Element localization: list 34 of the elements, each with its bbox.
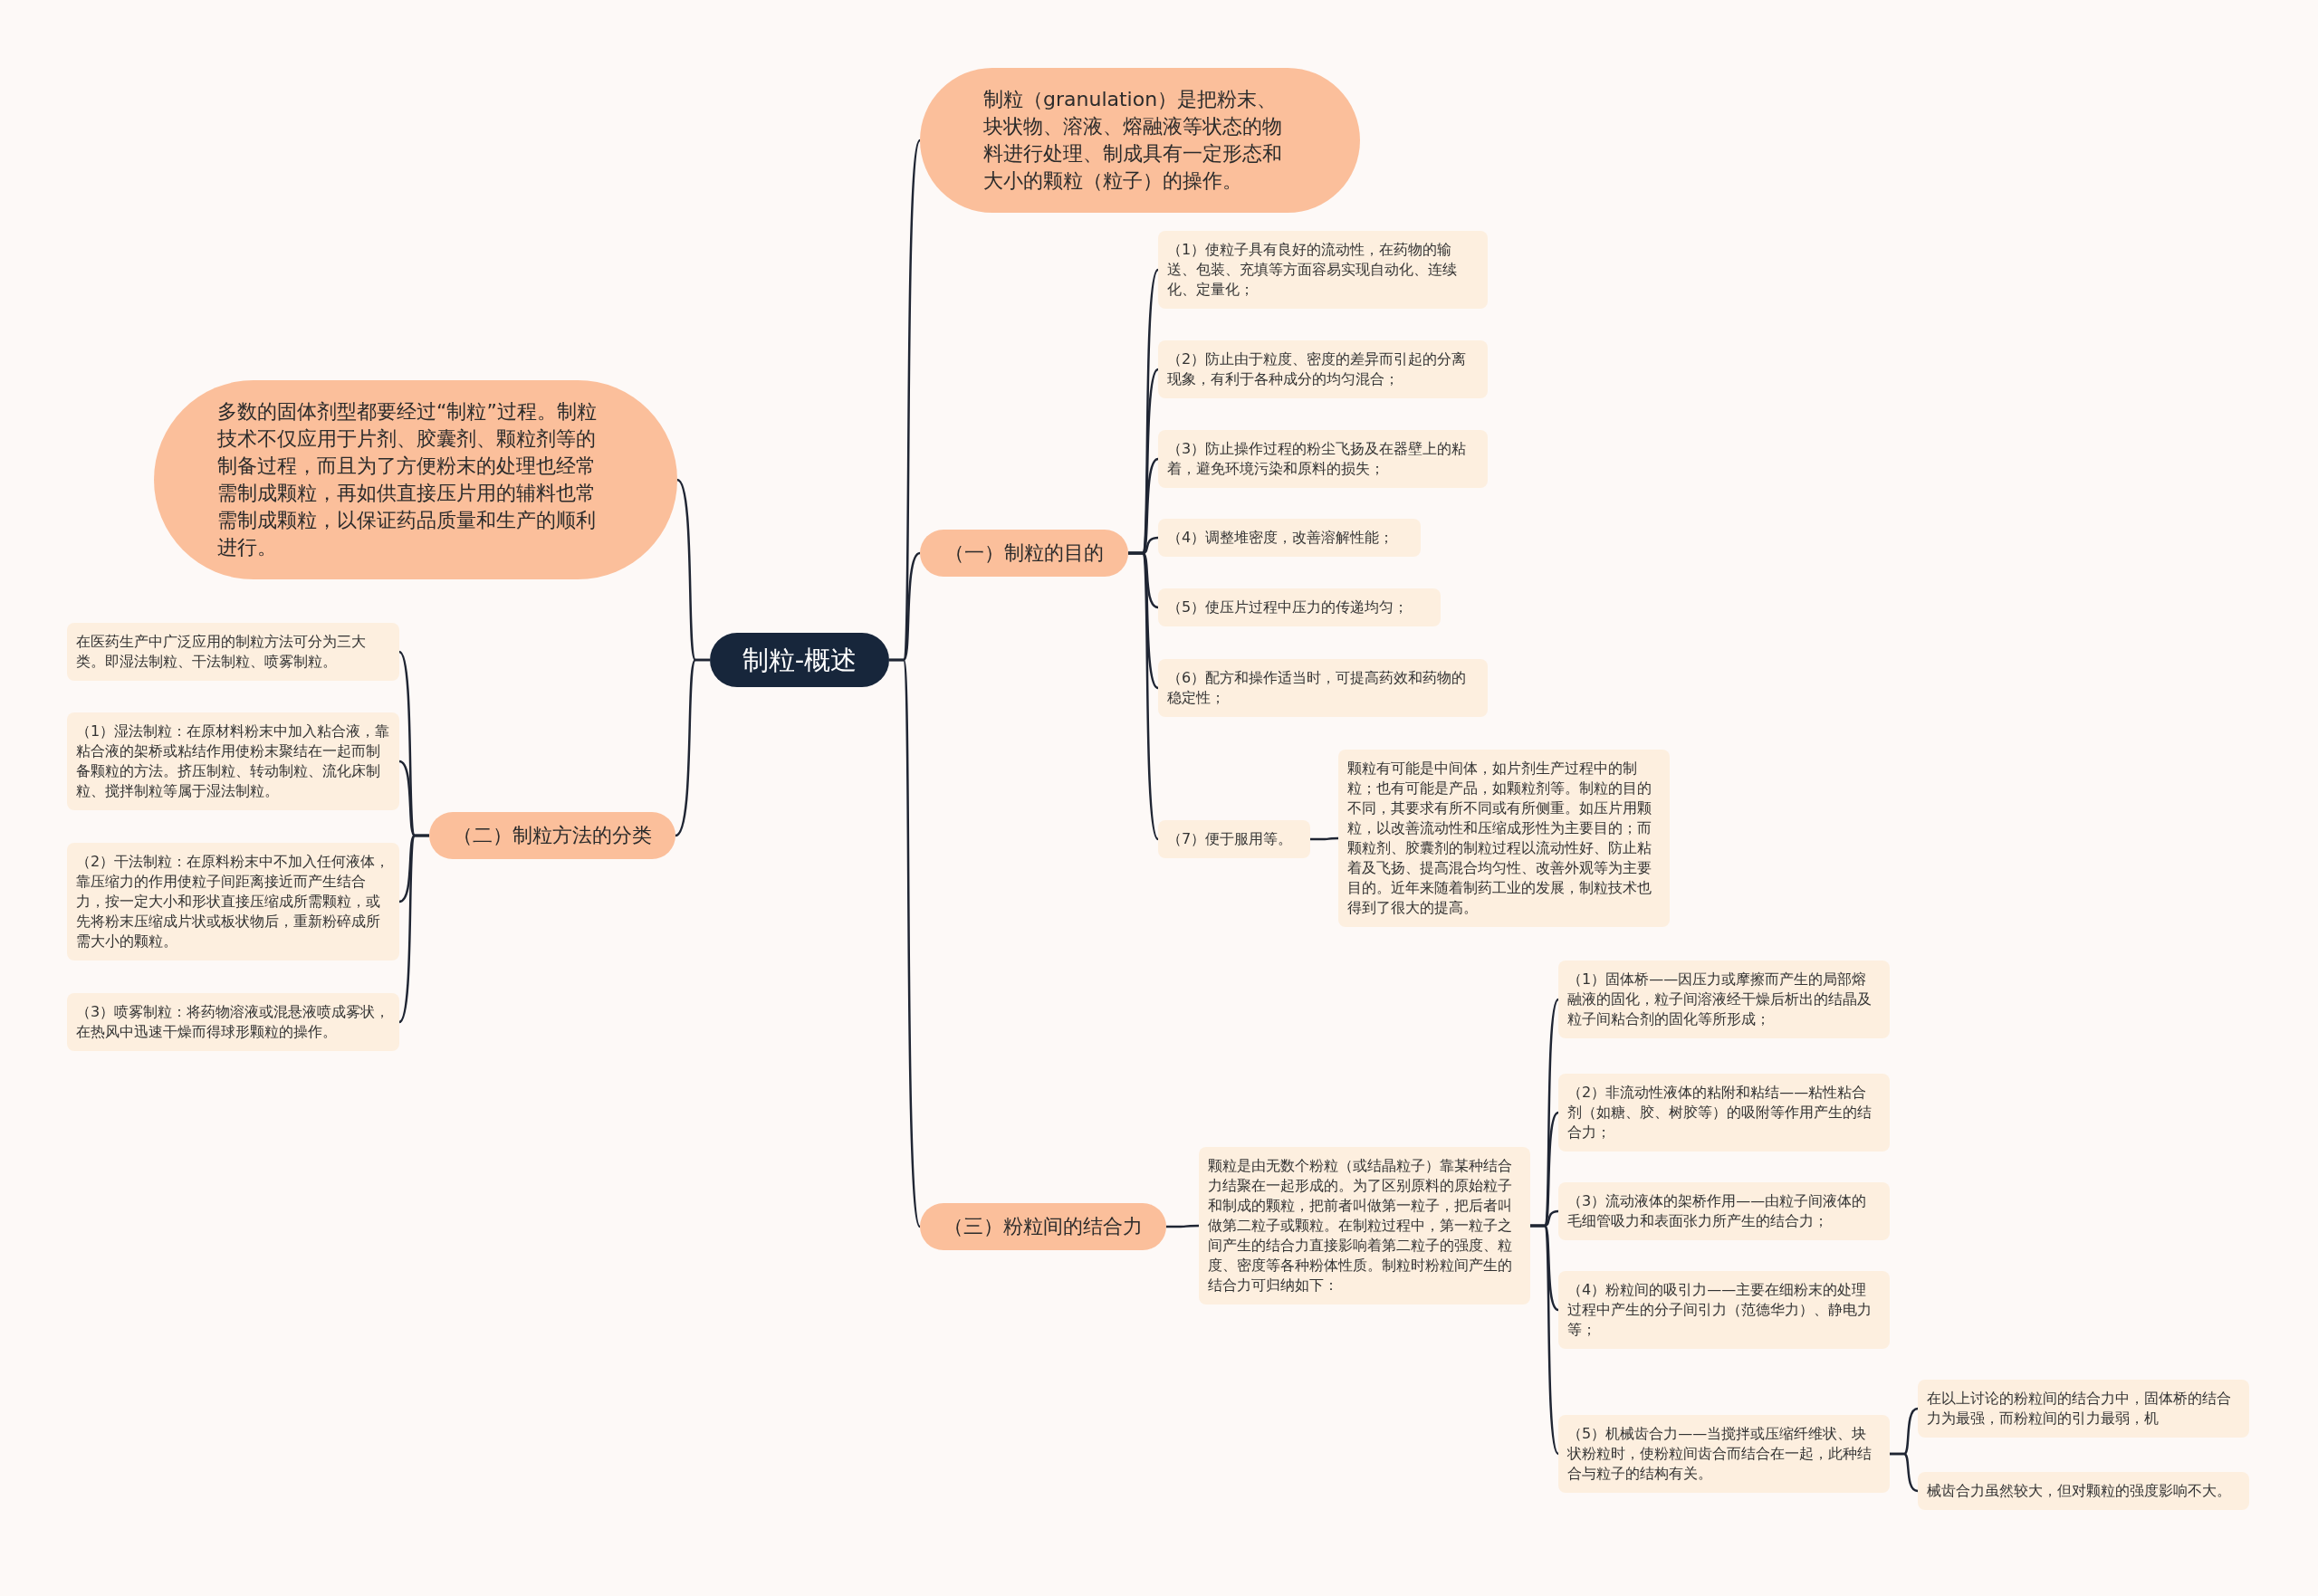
note-card: （6）配方和操作适当时，可提高药效和药物的稳定性； xyxy=(1158,659,1488,717)
note-card: （3）防止操作过程的粉尘飞扬及在器壁上的粘着，避免环境污染和原料的损失； xyxy=(1158,430,1488,488)
note-card: （3）喷雾制粒：将药物溶液或混悬液喷成雾状，在热风中迅速干燥而得球形颗粒的操作。 xyxy=(67,993,399,1051)
note-card: 在医药生产中广泛应用的制粒方法可分为三大类。即湿法制粒、干法制粒、喷雾制粒。 xyxy=(67,623,399,681)
branch-topic: （二）制粒方法的分类 xyxy=(429,812,675,859)
central-topic: 制粒-概述 xyxy=(710,633,889,687)
connector-line xyxy=(1890,1452,1919,1493)
connector-line xyxy=(398,834,429,1023)
branch-topic: （三）粉粒间的结合力 xyxy=(920,1203,1166,1250)
topic-bubble: 制粒（granulation）是把粉末、块状物、溶液、熔融液等状态的物料进行处理、制成具有一定形态和大小的颗粒（粒子）的操作。 xyxy=(920,68,1360,213)
note-card: 在以上讨论的粉粒间的结合力中，固体桥的结合力为最强，而粉粒间的引力最弱，机 xyxy=(1918,1380,2249,1438)
connector-line xyxy=(1530,1224,1560,1455)
note-card: 颗粒有可能是中间体，如片剂生产过程中的制粒；也有可能是产品，如颗粒剂等。制粒的目的不同，其要求有所不同或有所侧重。如压片用颗粒，以改善流动性和压缩成形性为主要目的；而颗粒剂、胶囊剂的制粒过程以流动性好、防止粘着及飞扬、提高混合均匀性、改善外观等为主要目的。近年来随着制药工业的发展，制粒技术也得到了很大的提高。 xyxy=(1338,750,1670,927)
note-card: 颗粒是由无数个粉粒（或结晶粒子）靠某种结合力结聚在一起形成的。为了区别原料的原始粒子和制成的颗粒，把前者叫做第一粒子，把后者叫做第二粒子或颗粒。在制粒过程中，第一粒子之间产生的结合力直接影响着第二粒子的强度、粒度、密度等各种粉体性质。制粒时粉粒间产生的结合力可归纳如下： xyxy=(1199,1147,1530,1305)
branch-topic: （一）制粒的目的 xyxy=(920,530,1128,577)
note-card: （4）粉粒间的吸引力——主要在细粉末的处理过程中产生的分子间引力（范德华力）、静电力等； xyxy=(1558,1271,1890,1349)
note-card: （3）流动液体的架桥作用——由粒子间液体的毛细管吸力和表面张力所产生的结合力； xyxy=(1558,1182,1890,1240)
connector-line xyxy=(1166,1224,1199,1228)
note-card: （1）固体桥——因压力或摩擦而产生的局部熔融液的固化，粒子间溶液经干燥后析出的结晶及粒子间粘合剂的固化等所形成； xyxy=(1558,960,1890,1038)
connector-line xyxy=(675,658,710,836)
note-card: （4）调整堆密度，改善溶解性能； xyxy=(1158,519,1421,557)
connector-line xyxy=(1128,551,1160,840)
note-card: （1）使粒子具有良好的流动性，在药物的输送、包装、充填等方面容易实现自动化、连续化、定量化； xyxy=(1158,231,1488,309)
connector-line xyxy=(889,658,922,1228)
connector-line xyxy=(1310,836,1338,841)
note-card: （2）防止由于粒度、密度的差异而引起的分离现象，有利于各种成分的均匀混合； xyxy=(1158,340,1488,398)
note-card: （7）便于服用等。 xyxy=(1158,820,1310,858)
note-card: （2）非流动性液体的粘附和粘结——粘性粘合剂（如糖、胶、树胶等）的吸附等作用产生的结合力； xyxy=(1558,1074,1890,1152)
note-card: （5）使压片过程中压力的传递均匀； xyxy=(1158,588,1441,626)
note-card: （2）干法制粒：在原料粉末中不加入任何液体，靠压缩力的作用使粒子间距离接近而产生结合力，按一定大小和形状直接压缩成所需颗粒，或先将粉末压缩成片状或板状物后，重新粉碎成所需大小的颗粒。 xyxy=(67,843,399,960)
note-card: （1）湿法制粒：在原材料粉末中加入粘合液，靠粘合液的架桥或粘结作用使粉末聚结在一起而制备颗粒的方法。挤压制粒、转动制粒、流化床制粒、搅拌制粒等属于湿法制粒。 xyxy=(67,712,399,810)
topic-bubble: 多数的固体剂型都要经过“制粒”过程。制粒技术不仅应用于片剂、胶囊剂、颗粒剂等的制备过程，而且为了方便粉末的处理也经常需制成颗粒，再如供直接压片用的辅料也常需制成颗粒，以保证药品质量和生产的顺利进行。 xyxy=(154,380,677,579)
note-card: （5）机械齿合力——当搅拌或压缩纤维状、块状粉粒时，使粉粒间齿合而结合在一起，此种结合与粒子的结构有关。 xyxy=(1558,1415,1890,1493)
note-card: 械齿合力虽然较大，但对颗粒的强度影响不大。 xyxy=(1918,1472,2249,1510)
